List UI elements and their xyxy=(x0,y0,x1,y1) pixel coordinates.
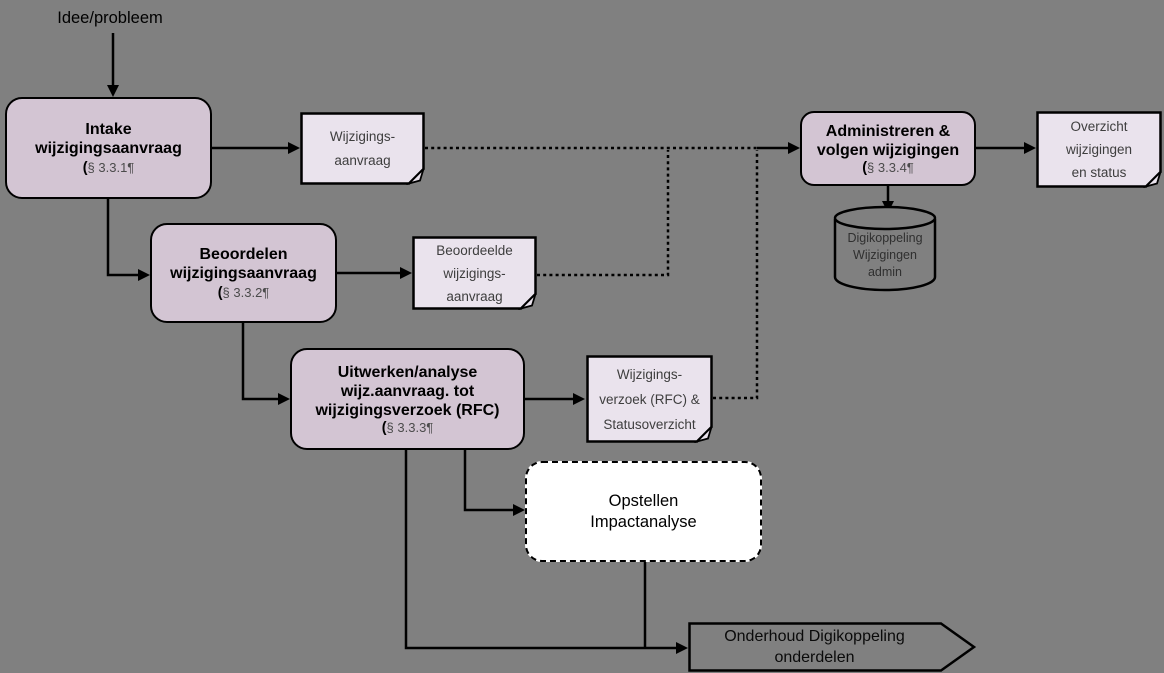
document-label: Wijzigings- aanvraag xyxy=(300,112,425,185)
ref-text: § 3.3.3¶ xyxy=(386,419,434,435)
ref-text: § 3.3.4¶ xyxy=(867,159,914,175)
arrowhead xyxy=(573,393,585,405)
process-uitwerken-analyse: Uitwerken/analyse wijz.aanvraag. tot wij… xyxy=(290,348,525,450)
arrowhead xyxy=(288,142,300,154)
pentagon-outline xyxy=(688,622,977,672)
database-cylinder-outline xyxy=(833,205,937,292)
document-label: Overzicht wijzigingen en status xyxy=(1036,111,1162,188)
document-overzicht-wijzigingen-status: Overzicht wijzigingen en status xyxy=(1036,111,1162,188)
doc-line: Beoordeelde xyxy=(436,242,513,258)
doc-line: Statusoverzicht xyxy=(603,416,696,432)
db-line: Wijzigingen xyxy=(853,247,917,262)
shape-onderhoud-digikoppeling: Onderhoud Digikoppeling onderdelen xyxy=(688,622,977,672)
paragraph-ref: (§ 3.3.3¶ xyxy=(382,420,434,436)
ref-paren: ( xyxy=(82,160,88,176)
process-title-line: wijzigingsaanvraag xyxy=(35,140,182,157)
connector-beoordelen-to-uitwerken xyxy=(241,323,278,401)
arrowhead xyxy=(788,142,800,154)
doc-line: Overzicht xyxy=(1070,119,1128,134)
process-beoordelen-wijzigingsaanvraag: Beoordelen wijzigingsaanvraag (§ 3.3.2¶ xyxy=(150,223,337,323)
process-title-line: Beoordelen xyxy=(199,246,288,263)
ref-text: § 3.3.1¶ xyxy=(87,160,135,175)
document-outline xyxy=(1036,111,1162,188)
process-intake-wijzigingsaanvraag: Intake wijzigingsaanvraag (§ 3.3.1¶ xyxy=(5,97,212,199)
doc-line: en status xyxy=(1071,165,1127,180)
paragraph-ref: (§ 3.3.1¶ xyxy=(83,160,135,176)
connector-doc3-dotted xyxy=(713,150,759,400)
doc-line: verzoek (RFC) & xyxy=(599,391,700,407)
connector-intake-to-beoordelen xyxy=(106,199,138,277)
db-line: Digikoppeling xyxy=(847,230,923,245)
label-idee-probleem: Idee/probleem xyxy=(30,6,190,30)
doc-line: wijzigingen xyxy=(1065,142,1133,157)
process-opstellen-impactanalyse: Opstellen Impactanalyse xyxy=(525,461,762,562)
impact-title-line: Opstellen xyxy=(608,491,679,510)
doc-line: Wijzigings- xyxy=(616,366,683,382)
process-title-line: wijz.aanvraag. tot xyxy=(340,382,475,400)
document-wijzigingsaanvraag: Wijzigings- aanvraag xyxy=(300,112,425,185)
process-title-line: Uitwerken/analyse xyxy=(337,363,478,381)
connector-uitwerken-to-onderhoud xyxy=(404,450,676,650)
ref-paren: ( xyxy=(217,285,223,301)
doc-line: Wijzigings- xyxy=(329,128,396,144)
arrowheads xyxy=(107,85,1036,654)
ref-paren: ( xyxy=(862,159,868,176)
arrowhead xyxy=(138,269,150,281)
connector-uitwerken-to-opstellen xyxy=(463,450,513,512)
arrowhead xyxy=(278,393,290,405)
arrowhead xyxy=(676,642,688,654)
arrowhead xyxy=(513,504,525,516)
document-label: Wijzigings- verzoek (RFC) & Statusoverzi… xyxy=(586,355,713,443)
process-title-line: wijzigingsverzoek (RFC) xyxy=(315,401,500,419)
process-title-line: Intake xyxy=(85,121,132,138)
connector-doc2-dotted xyxy=(537,150,670,277)
solid-connectors xyxy=(106,33,1024,650)
paragraph-ref: (§ 3.3.2¶ xyxy=(218,285,270,301)
doc-line: aanvraag xyxy=(446,288,503,304)
arrowhead xyxy=(1024,142,1036,154)
idee-text: Idee/probleem xyxy=(57,8,163,27)
dotted-connectors xyxy=(425,146,759,400)
doc-line: aanvraag xyxy=(334,152,391,168)
ref-text: § 3.3.2¶ xyxy=(222,285,270,300)
doc-line: wijzigings- xyxy=(443,265,506,281)
ref-paren: ( xyxy=(381,419,387,436)
process-administreren-volgen: Administreren & volgen wijzigingen (§ 3.… xyxy=(800,111,976,186)
penta-line: Onderhoud Digikoppeling xyxy=(724,628,905,645)
document-beoordeelde-wijzigingsaanvraag: Beoordeelde wijzigings- aanvraag xyxy=(412,236,537,310)
document-outline xyxy=(300,112,425,185)
process-title-line: wijzigingsaanvraag xyxy=(170,265,317,282)
document-label: Beoordeelde wijzigings- aanvraag xyxy=(412,236,537,310)
penta-line: onderdelen xyxy=(774,649,855,666)
arrowhead xyxy=(107,85,119,97)
db-line: admin xyxy=(867,264,903,279)
process-title-line: volgen wijzigingen xyxy=(816,141,960,159)
database-digikoppeling-wijzigingen-admin: Digikoppeling Wijzigingen admin xyxy=(833,205,937,293)
document-wijzigingsverzoek-statusoverzicht: Wijzigings- verzoek (RFC) & Statusoverzi… xyxy=(586,355,713,443)
onderhoud-label: Onderhoud Digikoppeling onderdelen xyxy=(688,622,941,672)
document-outline xyxy=(586,355,713,443)
database-label: Digikoppeling Wijzigingen admin xyxy=(833,205,937,299)
paragraph-ref: (§ 3.3.4¶ xyxy=(862,160,914,176)
process-title-line: Administreren & xyxy=(825,122,951,140)
impact-title-line: Impactanalyse xyxy=(590,512,697,531)
arrowhead xyxy=(400,267,412,279)
document-outline xyxy=(412,236,537,310)
